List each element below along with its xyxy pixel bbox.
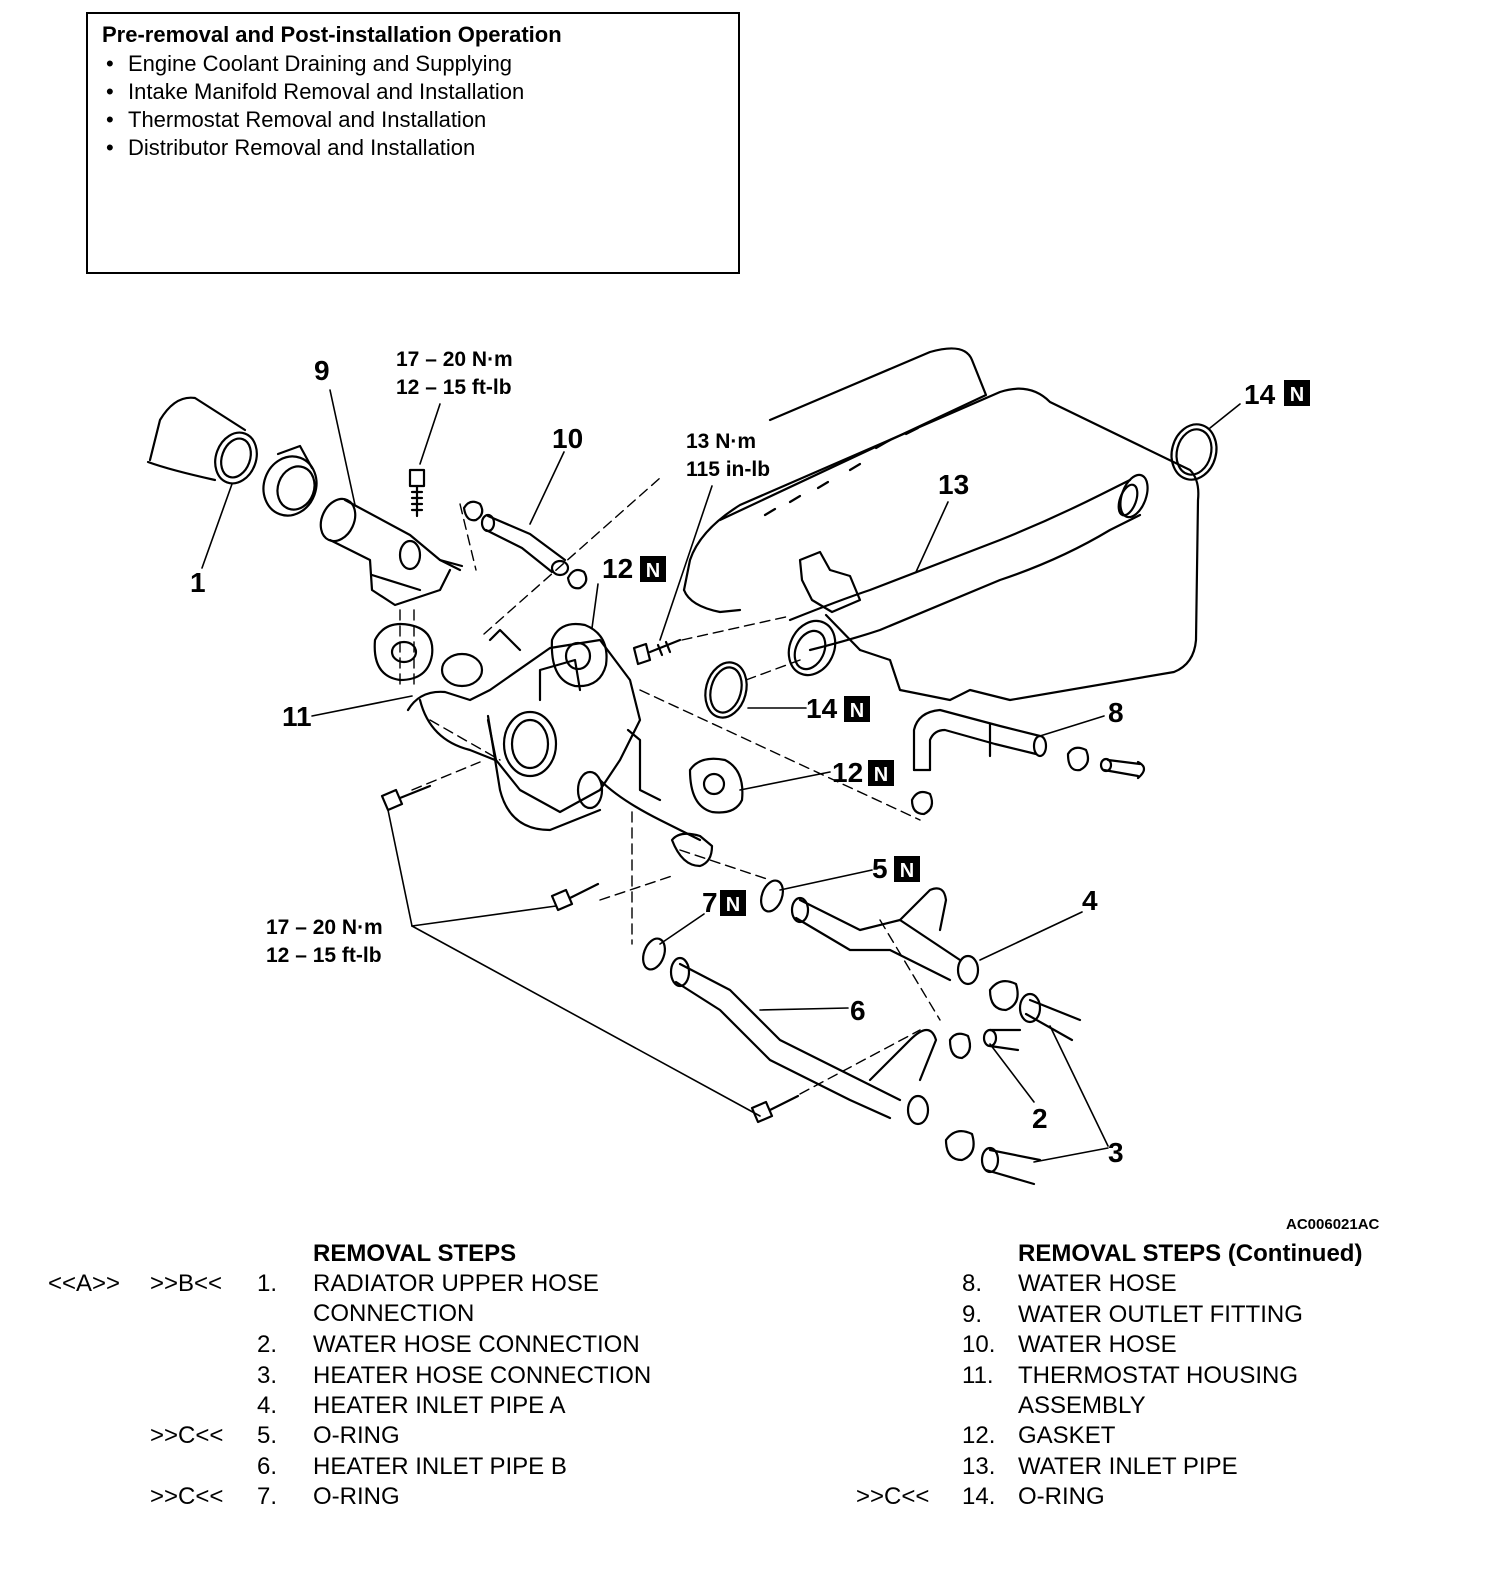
n-badge: N bbox=[720, 890, 746, 916]
step-row: >>C<< 14. O-RING bbox=[856, 1483, 1105, 1510]
intake-manifold-outline bbox=[682, 347, 1200, 702]
preop-item: Engine Coolant Draining and Supplying bbox=[106, 50, 724, 78]
thermostat-housing-assembly bbox=[406, 628, 744, 868]
torque-mid-inlb: 115 in-lb bbox=[686, 458, 770, 481]
removal-steps-left: REMOVAL STEPS <<A>> >>B<< 1. RADIATOR UP… bbox=[0, 1240, 760, 1530]
hose-clip bbox=[462, 500, 588, 590]
bolt bbox=[408, 468, 426, 518]
step-row: 10. WATER HOSE bbox=[962, 1331, 1177, 1358]
torque-mid-nm: 13 N·m bbox=[686, 430, 756, 453]
step-row: 12. GASKET bbox=[962, 1422, 1116, 1449]
step-row: >>C<< 5. O-RING bbox=[150, 1422, 400, 1449]
callout-11: 11 bbox=[282, 701, 312, 732]
torque-top-nm: 17 – 20 N·m bbox=[396, 348, 513, 371]
leader-lines bbox=[201, 389, 1241, 1163]
new-part-badges: N N N N N N bbox=[640, 380, 1310, 916]
water-hose-connection bbox=[948, 1028, 1022, 1060]
callout-4: 4 bbox=[1082, 885, 1098, 916]
o-ring bbox=[642, 937, 666, 971]
step-row: 6. HEATER INLET PIPE B bbox=[257, 1453, 567, 1480]
svg-text:N: N bbox=[850, 700, 864, 722]
bolt bbox=[380, 784, 432, 812]
exploded-diagram: 1 2 3 4 5 6 7 8 9 10 11 12 12 13 14 14 N… bbox=[146, 347, 1310, 1186]
removal-steps-header: REMOVAL STEPS bbox=[313, 1240, 517, 1267]
callout-8: 8 bbox=[1108, 697, 1124, 728]
hose-clamp bbox=[262, 444, 318, 517]
callout-10: 10 bbox=[552, 423, 583, 454]
heater-inlet-pipe-a bbox=[790, 887, 1082, 1042]
callout-1: 1 bbox=[190, 567, 206, 598]
torque-bot-nm: 17 – 20 N·m bbox=[266, 916, 383, 939]
step-row: CONNECTION bbox=[313, 1300, 475, 1327]
removal-steps-continued-header: REMOVAL STEPS (Continued) bbox=[1018, 1240, 1363, 1267]
n-badge: N bbox=[844, 696, 870, 722]
water-inlet-pipe bbox=[787, 473, 1149, 677]
n-badge: N bbox=[868, 760, 894, 786]
callout-12-upper: 12 bbox=[602, 553, 633, 584]
callout-14-lower: 14 bbox=[806, 693, 838, 724]
svg-text:N: N bbox=[874, 764, 888, 786]
callout-9: 9 bbox=[314, 355, 330, 386]
step-row: 4. HEATER INLET PIPE A bbox=[257, 1392, 566, 1419]
water-outlet-fitting bbox=[319, 497, 464, 607]
hose-clip bbox=[910, 790, 934, 816]
o-ring bbox=[704, 661, 748, 719]
svg-text:N: N bbox=[646, 560, 660, 582]
bolt bbox=[632, 638, 682, 666]
callout-6: 6 bbox=[850, 995, 866, 1026]
step-row: 9. WATER OUTLET FITTING bbox=[962, 1301, 1303, 1328]
guide-lines bbox=[399, 477, 941, 1095]
bolt bbox=[550, 882, 600, 912]
o-ring bbox=[1170, 423, 1218, 481]
preop-item: Intake Manifold Removal and Installation bbox=[106, 78, 724, 106]
radiator-upper-hose bbox=[146, 396, 258, 485]
n-badge: N bbox=[894, 856, 920, 882]
preop-item: Thermostat Removal and Installation bbox=[106, 106, 724, 134]
removal-steps-right: REMOVAL STEPS (Continued) 8. WATER HOSE … bbox=[760, 1240, 1504, 1530]
callout-7: 7 bbox=[702, 887, 718, 918]
water-hose-small bbox=[480, 513, 570, 577]
preop-title: Pre-removal and Post-installation Operat… bbox=[102, 22, 562, 47]
preop-list: Engine Coolant Draining and Supplying In… bbox=[102, 50, 724, 162]
water-hose bbox=[912, 708, 1146, 780]
step-row: <<A>> >>B<< 1. RADIATOR UPPER HOSE bbox=[48, 1270, 599, 1297]
torque-top-ftlb: 12 – 15 ft-lb bbox=[396, 376, 512, 399]
callout-12-lower: 12 bbox=[832, 757, 863, 788]
figure-code: AC006021AC bbox=[1286, 1216, 1380, 1233]
callout-3: 3 bbox=[1108, 1137, 1124, 1168]
step-row: >>C<< 7. O-RING bbox=[150, 1483, 400, 1510]
preop-item: Distributor Removal and Installation bbox=[106, 134, 724, 162]
callout-13: 13 bbox=[938, 469, 969, 500]
callout-2: 2 bbox=[1032, 1103, 1048, 1134]
n-badge: N bbox=[640, 556, 666, 582]
step-row: 8. WATER HOSE bbox=[962, 1270, 1177, 1297]
o-ring bbox=[760, 879, 784, 913]
gasket bbox=[373, 622, 434, 682]
step-row: 13. WATER INLET PIPE bbox=[962, 1453, 1238, 1480]
gasket-upper bbox=[550, 622, 608, 688]
svg-text:N: N bbox=[726, 894, 740, 916]
callout-5: 5 bbox=[872, 853, 888, 884]
bolt bbox=[750, 1094, 800, 1124]
step-row: 11. THERMOSTAT HOUSING bbox=[962, 1362, 1299, 1389]
step-row: 3. HEATER HOSE CONNECTION bbox=[257, 1362, 652, 1389]
n-badge: N bbox=[1284, 380, 1310, 406]
svg-text:N: N bbox=[900, 860, 914, 882]
svg-text:N: N bbox=[1290, 384, 1304, 406]
step-row: 2. WATER HOSE CONNECTION bbox=[257, 1331, 640, 1358]
preop-box: Pre-removal and Post-installation Operat… bbox=[86, 12, 740, 274]
step-row: ASSEMBLY bbox=[1018, 1392, 1146, 1419]
callout-14-upper: 14 bbox=[1244, 379, 1276, 410]
heater-inlet-pipe-b bbox=[669, 956, 1042, 1186]
torque-bot-ftlb: 12 – 15 ft-lb bbox=[266, 944, 382, 967]
